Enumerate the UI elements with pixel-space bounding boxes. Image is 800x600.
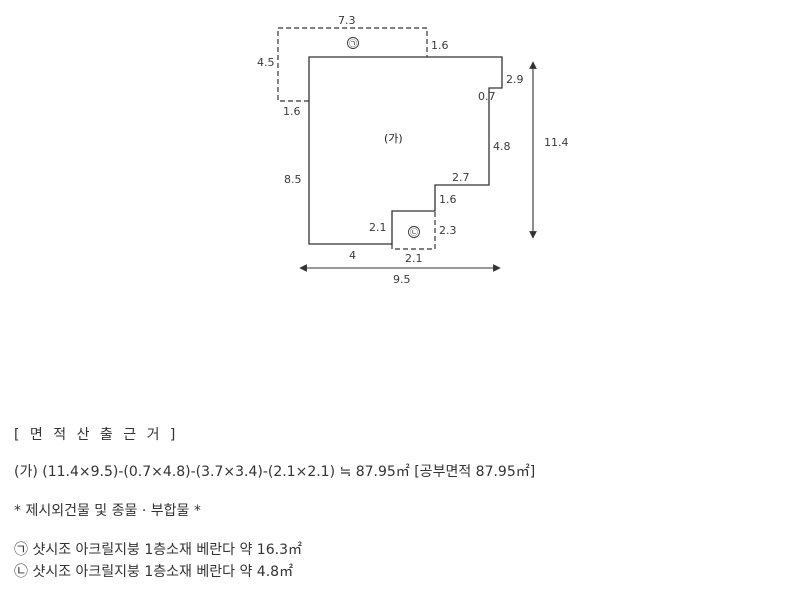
dim-total-height: 11.4 — [544, 136, 569, 149]
area-formula: (가) (11.4×9.5)-(0.7×4.8)-(3.7×3.4)-(2.1×… — [14, 464, 536, 480]
dim-annex1-left: 4.5 — [257, 56, 275, 69]
annex-1-marker-circle — [347, 37, 359, 49]
main-area-label: (가) — [384, 132, 403, 145]
dim-annex2-bottom: 2.1 — [405, 252, 423, 265]
floor-plan-diagram: (가) ㉠ ㉡ 7.3 4.5 1.6 1.6 2.9 0.7 4.8 2.7 … — [257, 14, 569, 286]
dim-bottom-left: 4 — [349, 249, 356, 262]
dim-top-right-step-v: 2.9 — [506, 73, 524, 86]
annex-2-outline — [391, 211, 436, 250]
dim-left-v: 8.5 — [284, 173, 302, 186]
dim-step-v: 1.6 — [439, 193, 457, 206]
dim-annex1-bottom-left: 1.6 — [283, 105, 301, 118]
annex-2-marker-circle — [408, 226, 420, 238]
list-item: ㉡ 샷시조 아크릴지붕 1층소재 베란다 약 4.8㎡ — [14, 564, 294, 580]
dim-step-h: 2.7 — [452, 171, 470, 184]
annex-2-label: ㉡ — [410, 228, 418, 237]
annex-1-outline — [277, 27, 428, 102]
dim-annex1-top: 7.3 — [338, 14, 356, 27]
dim-annex2-left: 2.1 — [369, 221, 387, 234]
dim-annex2-right: 2.3 — [439, 224, 457, 237]
dim-top-right-step-h: 0.7 — [478, 90, 496, 103]
dim-total-width: 9.5 — [393, 273, 411, 286]
calc-basis-heading: [ 면 적 산 출 근 거 ] — [14, 427, 179, 443]
dim-right-mid-v: 4.8 — [493, 140, 511, 153]
extra-structures-heading: * 제시외건물 및 종물 · 부합물 * — [14, 503, 201, 519]
annex-1-label: ㉠ — [349, 39, 357, 48]
dim-annex1-right: 1.6 — [431, 39, 449, 52]
main-building-outline — [308, 56, 503, 245]
list-item: ㉠ 샷시조 아크릴지붕 1층소재 베란다 약 16.3㎡ — [14, 542, 302, 558]
